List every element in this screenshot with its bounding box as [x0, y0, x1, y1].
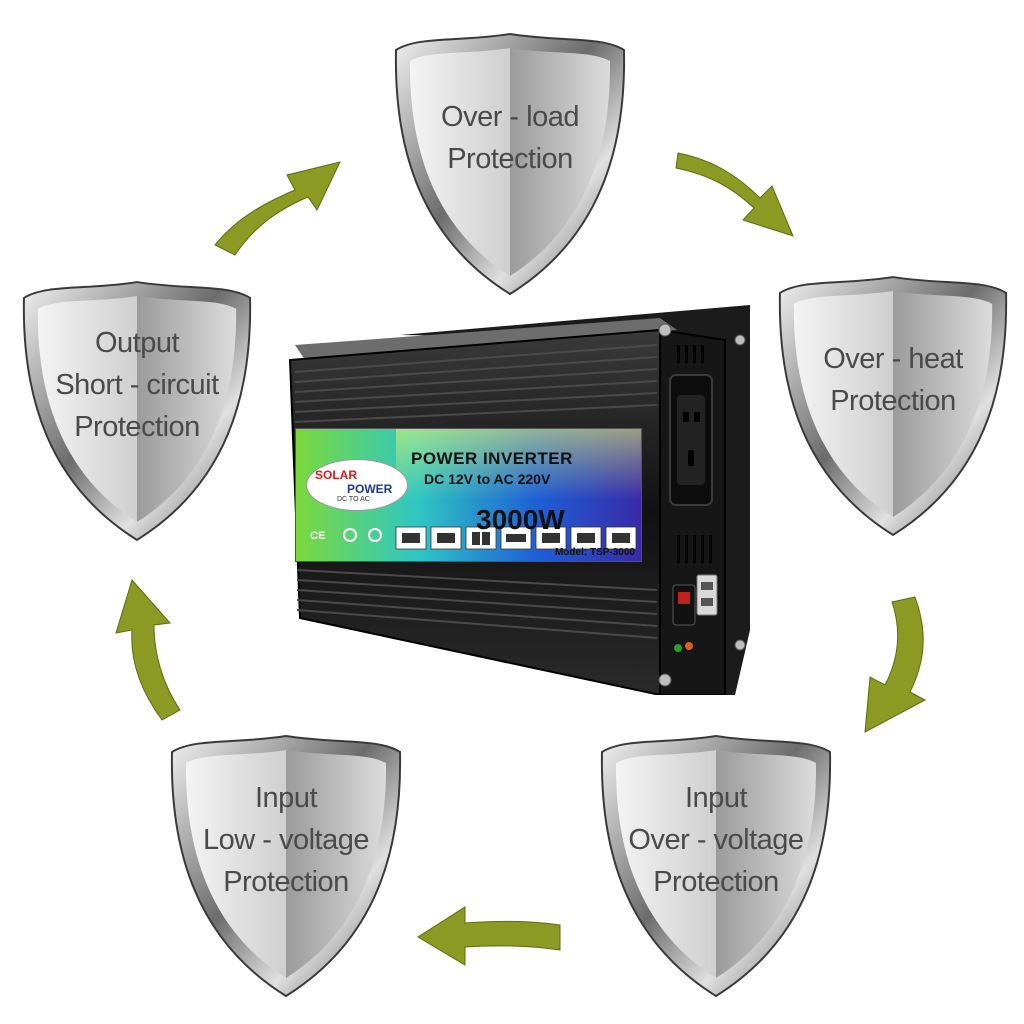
arrow-icon — [92, 575, 202, 725]
arrow-icon — [410, 895, 570, 975]
shield-label-line: Over - load — [441, 101, 579, 133]
product-title: POWER INVERTER — [411, 449, 573, 468]
shield-label-line: Protection — [447, 143, 573, 175]
shield-icon — [778, 276, 1008, 537]
shield-label-line: Input — [255, 782, 318, 814]
shield-icon — [170, 734, 402, 998]
shield-label-line: Protection — [830, 385, 956, 417]
brand-logo: SOLAR POWER DC TO AC — [306, 459, 408, 511]
shield-icon — [600, 734, 832, 998]
product-spec: DC 12V to AC 220V — [424, 471, 551, 487]
brand-tagline: DC TO AC — [337, 496, 370, 503]
arrow-icon — [840, 592, 950, 742]
shield-icon — [394, 32, 626, 296]
shield-label-line: Low - voltage — [203, 824, 370, 856]
shield-label-line: Protection — [74, 411, 200, 443]
product-wattage: 3000W — [476, 504, 565, 535]
brand-name-top: SOLAR — [315, 468, 357, 482]
arrow-icon — [205, 150, 355, 260]
shield-label-line: Protection — [653, 866, 779, 898]
power-inverter: CE SOLAR POWER DC TO AC POWER INVERTER D… — [285, 300, 755, 695]
shield-label-line: Short - circuit — [55, 369, 219, 401]
arrow-icon — [668, 128, 818, 238]
shield-label-line: Output — [94, 327, 180, 359]
svg-text:CE: CE — [310, 530, 325, 542]
shield-icon — [22, 281, 252, 542]
product-label: CE SOLAR POWER DC TO AC POWER INVERTER D… — [295, 428, 642, 562]
shield-label-line: Over - voltage — [628, 824, 804, 856]
brand-name-bottom: POWER — [347, 482, 393, 496]
product-model: Model: TSP-3000 — [554, 547, 635, 558]
shield-label-line: Protection — [223, 866, 349, 898]
shield-label-line: Over - heat — [823, 343, 963, 375]
shield-label-line: Input — [685, 782, 748, 814]
